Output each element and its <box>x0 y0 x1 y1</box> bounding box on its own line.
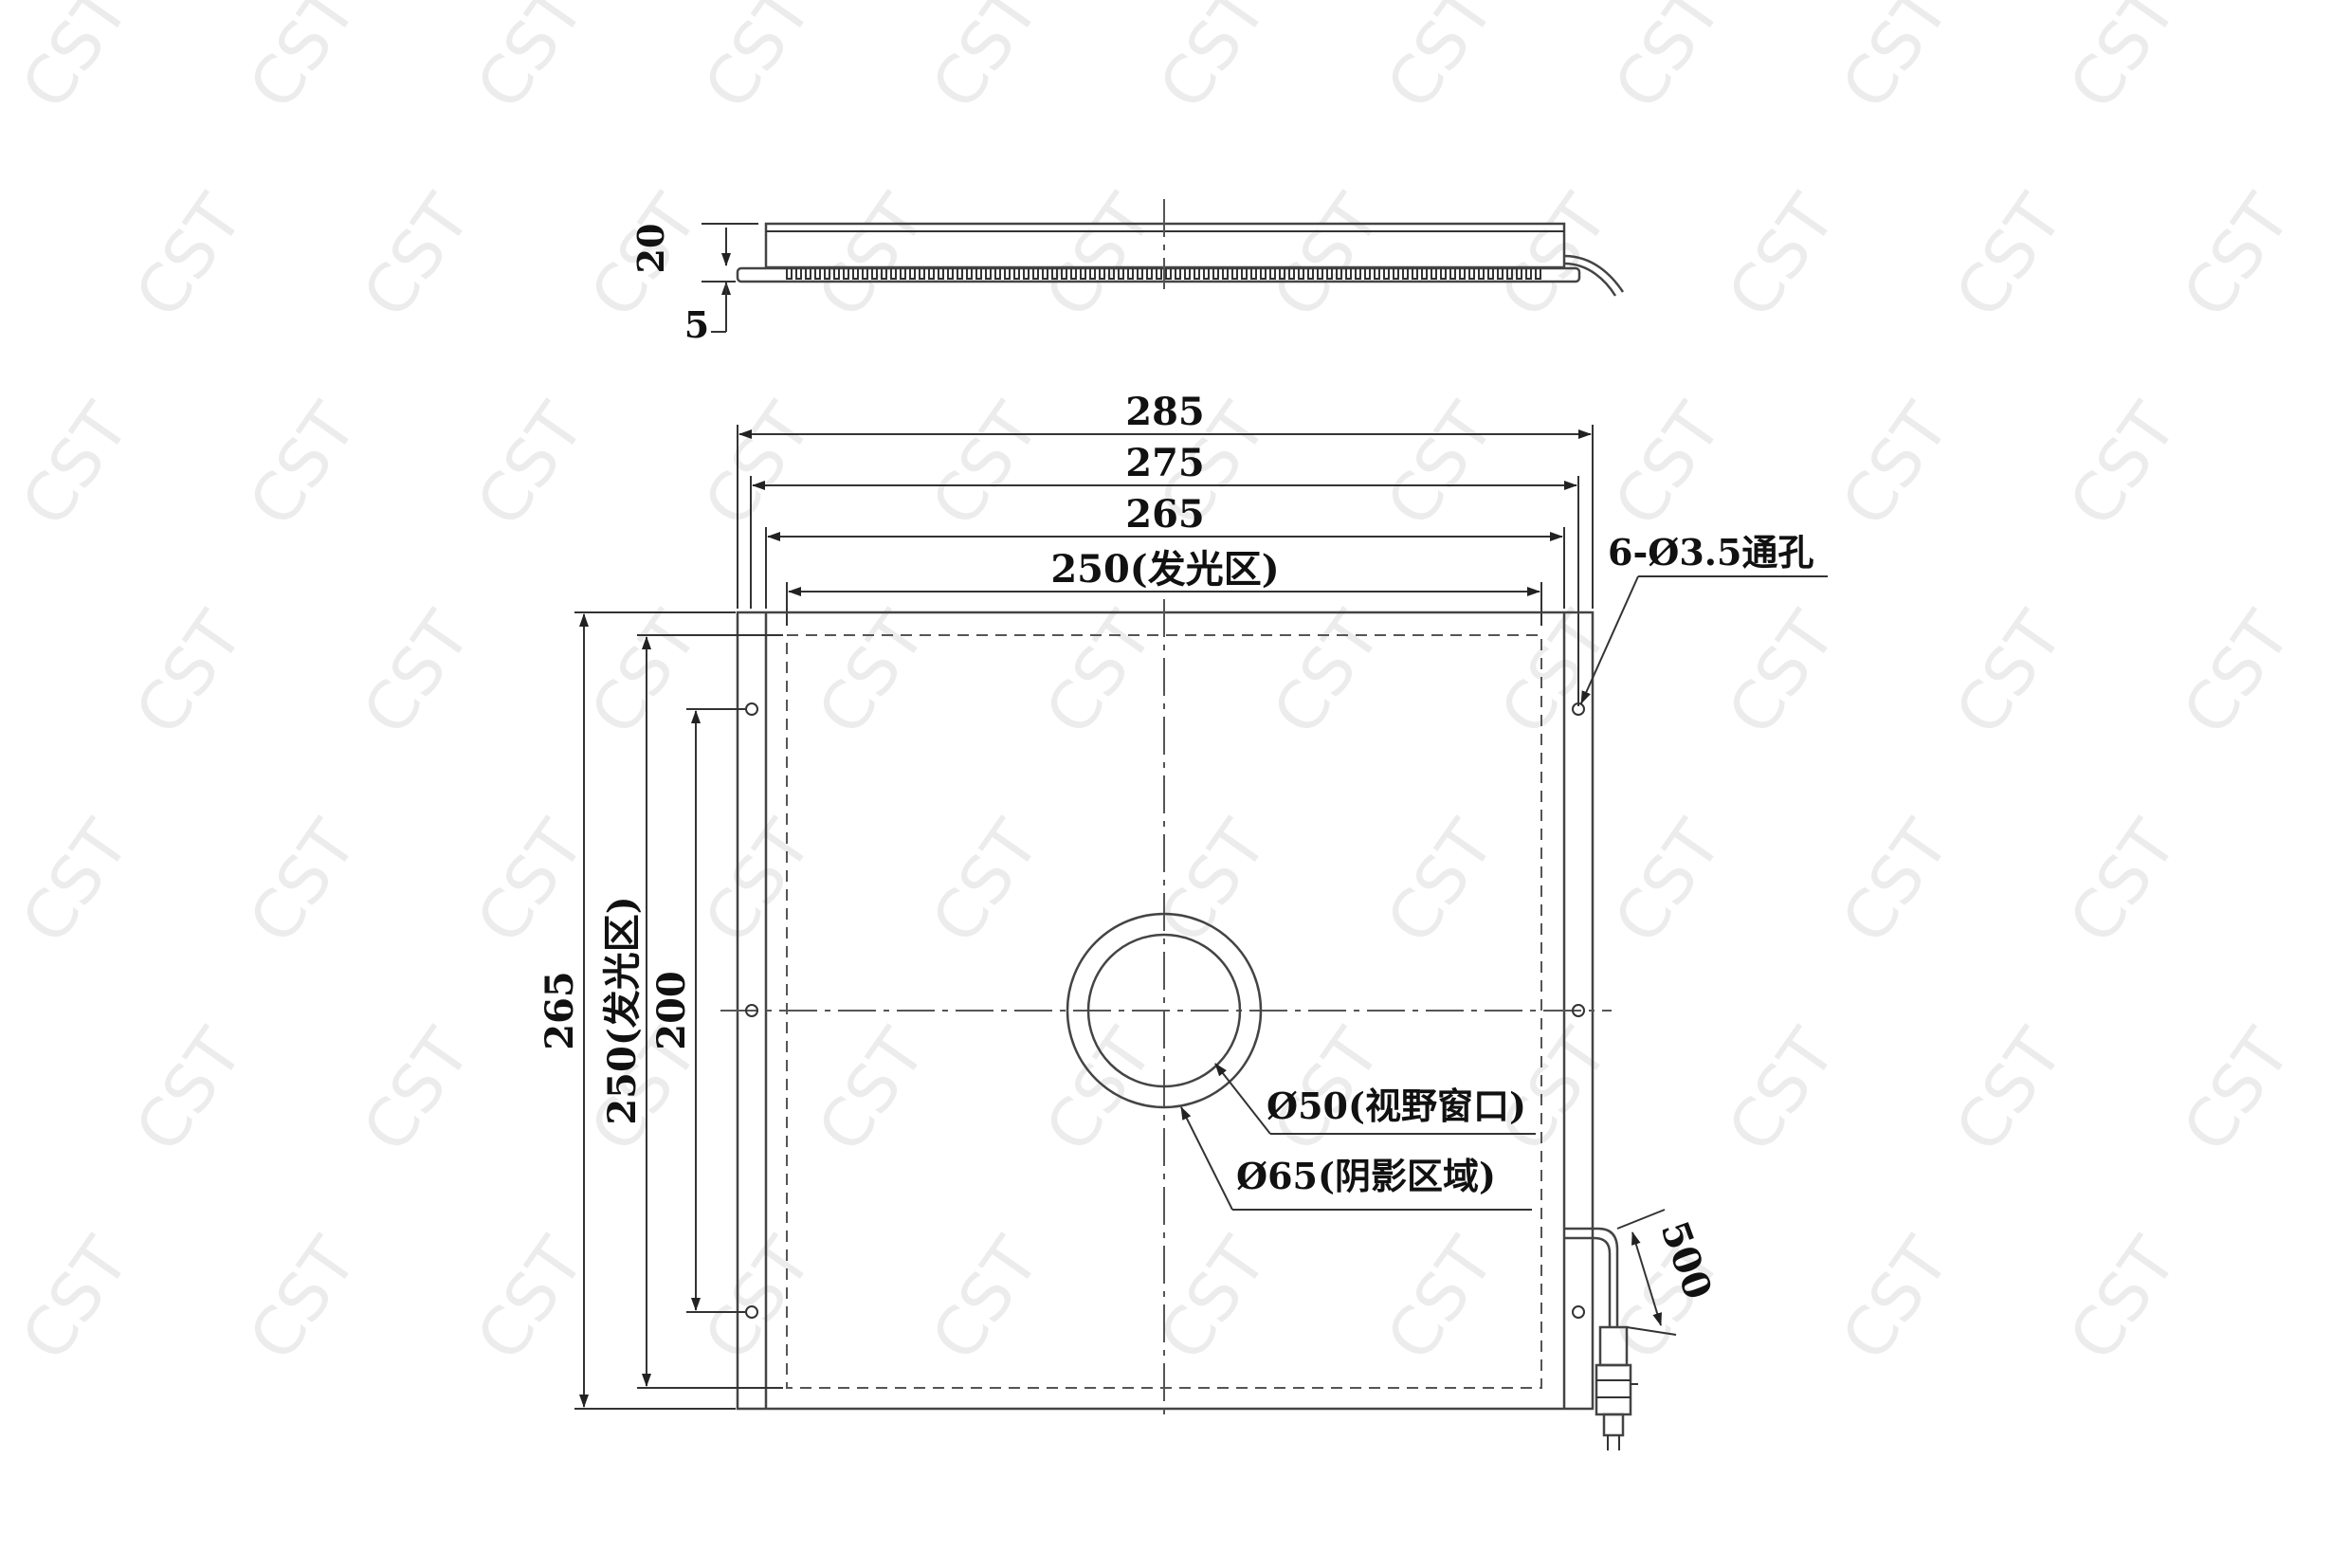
watermark-text: CST <box>917 1224 1054 1375</box>
watermark-text: CST <box>689 390 827 540</box>
watermark-text: CST <box>1485 181 1623 332</box>
watermark-text: CST <box>1827 807 1964 957</box>
watermark-text: CST <box>2168 1015 2305 1166</box>
watermark-text: CST <box>2054 807 2192 957</box>
dim-overall-width: 285 <box>1125 390 1205 434</box>
watermark-text: CST <box>2054 1224 2192 1375</box>
watermark-text: CST <box>7 390 144 540</box>
watermark-text: CST <box>348 598 485 749</box>
watermark-text: CST <box>1827 0 1964 123</box>
watermark-text: CST <box>1258 181 1395 332</box>
dim-hole-span-height: 200 <box>649 971 694 1050</box>
view-window-ring <box>1086 933 1242 1088</box>
callouts: 6-Ø3.5通孔 Ø50(视野窗口) Ø65(阴影区域) 500 <box>1180 531 1828 1336</box>
watermark-text: CST <box>1941 598 2078 749</box>
side-height-label: 20 <box>629 224 672 274</box>
watermark-text: CST <box>1258 598 1395 749</box>
side-base-plate <box>736 266 1581 283</box>
watermark-text: CST <box>1030 1015 1168 1166</box>
dim-hole-span-width: 275 <box>1125 441 1205 485</box>
watermark-text: CST <box>1713 181 1850 332</box>
watermark-text: CST <box>917 0 1054 123</box>
watermark-text: CST <box>462 807 599 957</box>
watermark-text: CST <box>2168 181 2305 332</box>
watermark-text: CST <box>1599 390 1737 540</box>
watermark-text: CST <box>7 807 144 957</box>
watermark-text: CST <box>689 0 827 123</box>
callout-view-window: Ø50(视野窗口) <box>1267 1085 1526 1127</box>
mounting-hole <box>1572 1305 1585 1319</box>
dim-overall-height: 265 <box>538 971 582 1050</box>
watermark-text: CST <box>234 0 372 123</box>
connector-plug <box>1595 1363 1632 1416</box>
watermark-text: CST <box>120 181 258 332</box>
side-cable <box>1563 254 1625 293</box>
mounting-hole <box>745 1004 758 1017</box>
dim-body-width: 265 <box>1125 492 1205 537</box>
dim-emitting-height: 250(发光区) <box>600 896 645 1124</box>
watermark-text: CST <box>234 1224 372 1375</box>
left-dimensions: 265 250(发光区) 200 <box>538 611 783 1410</box>
watermark-text: CST <box>462 1224 599 1375</box>
watermark-text: CST <box>348 181 485 332</box>
mounting-hole <box>745 702 758 716</box>
watermark-text: CST <box>1372 0 1509 123</box>
watermark-text: CST <box>1030 598 1168 749</box>
watermark-text: CST <box>1599 0 1737 123</box>
mounting-hole <box>745 1305 758 1319</box>
side-led-teeth <box>786 268 1541 280</box>
watermark-text: CST <box>1144 0 1282 123</box>
watermark-text: CST <box>234 390 372 540</box>
top-dimensions: 285 275 265 250(发光区) <box>737 390 1594 706</box>
watermark-text: CST <box>1372 807 1509 957</box>
watermark-text: CST <box>575 598 713 749</box>
watermark-text: CST <box>2168 598 2305 749</box>
watermark-text: CST <box>689 1224 827 1375</box>
shadow-area-ring <box>1066 912 1263 1109</box>
side-base-label: 5 <box>684 303 709 346</box>
mounting-hole <box>1572 702 1585 716</box>
watermark-text: CST <box>2054 0 2192 123</box>
watermark-text: CST <box>1941 181 2078 332</box>
watermark-text: CST <box>7 0 144 123</box>
watermark-text: CST <box>917 390 1054 540</box>
watermark-text: CST <box>1030 181 1168 332</box>
watermark-text: CST <box>1713 1015 1850 1166</box>
watermark-text: CST <box>120 598 258 749</box>
watermark-text: CST <box>120 1015 258 1166</box>
side-view: 20 5 <box>629 199 1625 346</box>
watermark-text: CST <box>1713 598 1850 749</box>
dim-emitting-width: 250(发光区) <box>1050 547 1279 592</box>
watermark-text: CST <box>917 807 1054 957</box>
watermark-text: CST <box>234 807 372 957</box>
watermark-text: CST <box>2054 390 2192 540</box>
watermark-text: CST <box>462 0 599 123</box>
watermark-text: CST <box>7 1224 144 1375</box>
watermark-text: CST <box>803 181 940 332</box>
watermark-text: CST <box>1372 1224 1509 1375</box>
watermark-text: CST <box>689 807 827 957</box>
watermark-text: CST <box>1941 1015 2078 1166</box>
watermark-text: CST <box>348 1015 485 1166</box>
cable <box>1564 1236 1612 1327</box>
watermark-text: CST <box>1599 807 1737 957</box>
callout-shadow-area: Ø65(阴影区域) <box>1236 1155 1496 1197</box>
watermark-text: CST <box>462 390 599 540</box>
watermark-text: CST <box>1827 1224 1964 1375</box>
watermark-text: CST <box>1372 390 1509 540</box>
watermark: CST CST CST CST CST CST CST CST CST CST CST CST CST C… <box>7 0 2305 1375</box>
mounting-hole <box>1572 1004 1585 1017</box>
watermark-text: CST <box>803 598 940 749</box>
callout-holes: 6-Ø3.5通孔 <box>1608 531 1813 574</box>
watermark-text: CST <box>1485 598 1623 749</box>
watermark-text: CST <box>1827 390 1964 540</box>
watermark-text: CST <box>803 1015 940 1166</box>
top-view <box>720 599 1638 1450</box>
